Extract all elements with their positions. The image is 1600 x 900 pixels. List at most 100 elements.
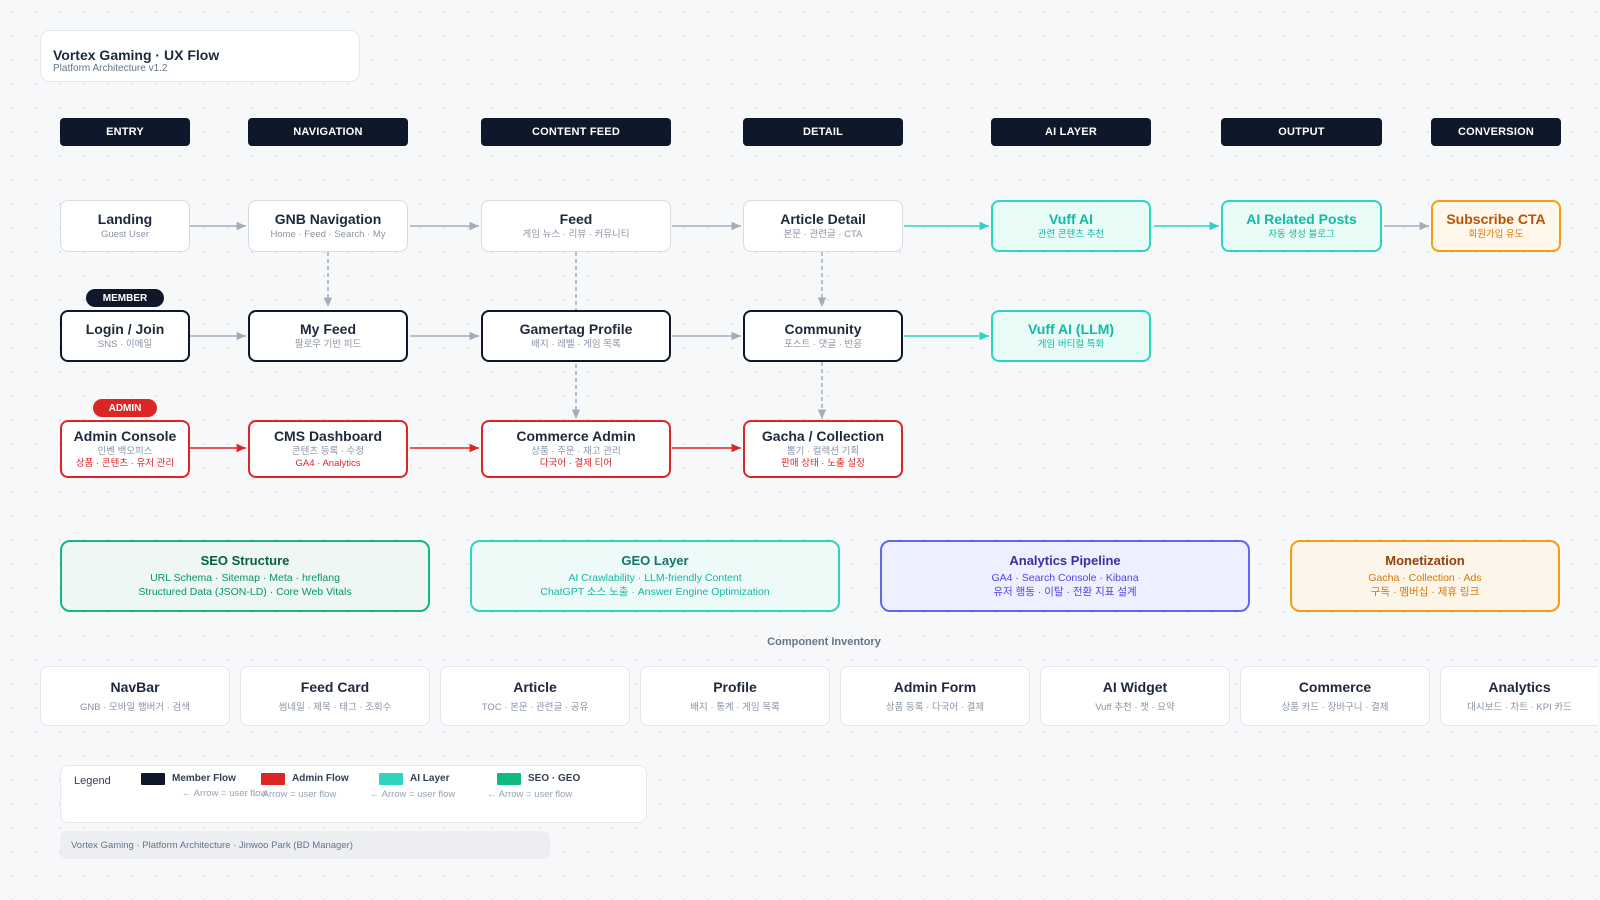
- legend-item-ai-layer: AI Layer ← Arrow = user flow: [379, 773, 572, 813]
- footer-credit: Vortex Gaming · Platform Architecture · …: [60, 831, 550, 859]
- node-subtitle: 배지 · 레벨 · 게임 목록: [531, 339, 621, 350]
- node-title: Subscribe CTA: [1446, 211, 1546, 227]
- node-subtitle: 게임 버티컬 특화: [1037, 339, 1105, 350]
- legend-title: Legend: [74, 775, 111, 787]
- legend-item-member-flow: Member Flow ← Arrow = user flow: [141, 773, 336, 813]
- node-title: Feed: [559, 211, 593, 227]
- node-login-join[interactable]: Login / Join SNS · 이메일: [60, 310, 190, 362]
- member-badge: MEMBER: [86, 289, 164, 307]
- node-community[interactable]: Community 포스트 · 댓글 · 반응: [743, 310, 903, 362]
- panel-line: AI Crawlability · LLM-friendly Content: [568, 572, 742, 584]
- panel-line: Structured Data (JSON-LD) · Core Web Vit…: [138, 586, 352, 598]
- node-title: GNB Navigation: [274, 211, 382, 227]
- component-title: NavBar: [110, 679, 160, 695]
- node-article-detail[interactable]: Article Detail 본문 · 관련글 · CTA: [743, 200, 903, 252]
- panel-title: Analytics Pipeline: [1009, 553, 1121, 568]
- legend-arrow-note: ← Arrow = user flow: [487, 789, 573, 800]
- component-navbar[interactable]: NavBar GNB · 모바일 햄버거 · 검색: [40, 666, 230, 726]
- node-subtitle: 관련 콘텐츠 추천: [1037, 229, 1105, 240]
- node-subtitle: Home · Feed · Search · My: [270, 229, 386, 240]
- node-gnb-navigation[interactable]: GNB Navigation Home · Feed · Search · My: [248, 200, 408, 252]
- component-subtitle: GNB · 모바일 햄버거 · 검색: [79, 702, 191, 713]
- node-gacha-collection[interactable]: Gacha / Collection 뽑기 · 컬렉션 기획 판매 상태 · 노…: [743, 420, 903, 478]
- legend-label: SEO · GEO: [528, 773, 581, 784]
- node-ai-related-posts[interactable]: AI Related Posts 자동 생성 블로그: [1221, 200, 1382, 252]
- node-title: Landing: [97, 211, 153, 227]
- admin-badge: ADMIN: [93, 399, 157, 417]
- node-vuff-ai[interactable]: Vuff AI 관련 콘텐츠 추천: [991, 200, 1151, 252]
- panel-line: ChatGPT 소스 노출 · Answer Engine Optimizati…: [540, 586, 770, 598]
- component-feed-card[interactable]: Feed Card 썸네일 · 제목 · 태그 · 조회수: [240, 666, 430, 726]
- node-admin-console[interactable]: Admin Console 인벤 백오피스 상품 · 콘텐츠 · 유저 관리: [60, 420, 190, 478]
- component-title: Feed Card: [300, 679, 370, 695]
- node-subtitle: 본문 · 관련글 · CTA: [783, 229, 863, 240]
- node-title: Login / Join: [85, 321, 165, 337]
- node-subscribe-cta[interactable]: Subscribe CTA 회원가입 유도: [1431, 200, 1561, 252]
- panel-title: SEO Structure: [200, 553, 290, 568]
- node-title: Vuff AI: [1048, 211, 1094, 227]
- node-detail: 판매 상태 · 노출 설정: [781, 458, 865, 469]
- node-cms-dashboard[interactable]: CMS Dashboard 콘텐츠 등록 · 수정 GA4 · Analytic…: [248, 420, 408, 478]
- legend-arrow-note: ← Arrow = user flow: [370, 789, 456, 800]
- panel-seo-structure: SEO Structure URL Schema · Sitemap · Met…: [60, 540, 430, 612]
- component-subtitle: 대시보드 · 차트 · KPI 카드: [1467, 702, 1572, 713]
- panel-monetization: Monetization Gacha · Collection · Ads 구독…: [1290, 540, 1560, 612]
- component-admin-form[interactable]: Admin Form 상품 등록 · 다국어 · 결제: [840, 666, 1030, 726]
- legend-swatch: [141, 773, 165, 785]
- legend-arrow-note: ← Arrow = user flow: [251, 789, 337, 800]
- component-title: Profile: [713, 679, 757, 695]
- node-vuff-ai-llm[interactable]: Vuff AI (LLM) 게임 버티컬 특화: [991, 310, 1151, 362]
- panel-analytics-pipeline: Analytics Pipeline GA4 · Search Console …: [880, 540, 1250, 612]
- diagram-header: Vortex Gaming · UX Flow Platform Archite…: [40, 30, 360, 82]
- diagram-subtitle: Platform Architecture v1.2: [53, 63, 168, 74]
- legend-item-seo-geo: SEO · GEO: [497, 773, 627, 813]
- component-profile[interactable]: Profile 배지 · 통계 · 게임 목록: [640, 666, 830, 726]
- component-subtitle: 상품 등록 · 다국어 · 결제: [885, 702, 985, 713]
- legend-swatch: [379, 773, 403, 785]
- component-subtitle: Vuff 추천 · 챗 · 요약: [1095, 702, 1175, 713]
- node-subtitle: 상품 · 주문 · 재고 관리: [531, 446, 621, 457]
- node-feed[interactable]: Feed 게임 뉴스 · 리뷰 · 커뮤니티: [481, 200, 671, 252]
- component-ai-widget[interactable]: AI Widget Vuff 추천 · 챗 · 요약: [1040, 666, 1230, 726]
- node-subtitle: 인벤 백오피스: [97, 446, 153, 457]
- node-subtitle: 회원가입 유도: [1468, 229, 1524, 240]
- node-subtitle: 팔로우 기반 피드: [294, 339, 362, 350]
- component-title: Analytics: [1488, 679, 1551, 695]
- node-my-feed[interactable]: My Feed 팔로우 기반 피드: [248, 310, 408, 362]
- node-title: Gacha / Collection: [761, 428, 885, 444]
- node-title: My Feed: [299, 321, 356, 337]
- node-subtitle: Guest User: [100, 229, 150, 240]
- node-title: Article Detail: [780, 211, 866, 227]
- node-gamertag-profile[interactable]: Gamertag Profile 배지 · 레벨 · 게임 목록: [481, 310, 671, 362]
- node-subtitle: 뽑기 · 컬렉션 기획: [786, 446, 860, 457]
- component-subtitle: 상품 카드 · 장바구니 · 결제: [1281, 702, 1389, 713]
- panel-geo-layer: GEO Layer AI Crawlability · LLM-friendly…: [470, 540, 840, 612]
- component-inventory-title: Component Inventory: [767, 636, 881, 648]
- node-landing[interactable]: Landing Guest User: [60, 200, 190, 252]
- node-subtitle: 게임 뉴스 · 리뷰 · 커뮤니티: [522, 229, 630, 240]
- column-label-content-feed: CONTENT FEED: [481, 118, 671, 146]
- legend-swatch: [497, 773, 521, 785]
- component-title: Commerce: [1298, 679, 1372, 695]
- component-commerce[interactable]: Commerce 상품 카드 · 장바구니 · 결제: [1240, 666, 1430, 726]
- legend-label: Admin Flow: [292, 773, 349, 784]
- node-title: AI Related Posts: [1246, 211, 1357, 227]
- node-detail: GA4 · Analytics: [295, 458, 361, 469]
- component-title: Admin Form: [893, 679, 977, 695]
- node-detail: 상품 · 콘텐츠 · 유저 관리: [75, 458, 175, 469]
- panel-line: GA4 · Search Console · Kibana: [991, 572, 1139, 584]
- component-title: AI Widget: [1102, 679, 1168, 695]
- panel-title: GEO Layer: [621, 553, 689, 568]
- panel-line: 구독 · 멤버십 · 제휴 링크: [1370, 586, 1480, 598]
- column-label-navigation: NAVIGATION: [248, 118, 408, 146]
- component-article[interactable]: Article TOC · 본문 · 관련글 · 공유: [440, 666, 630, 726]
- component-title: Article: [513, 679, 557, 695]
- column-label-entry: ENTRY: [60, 118, 190, 146]
- legend-arrow-note-first: ← Arrow = user flow: [182, 788, 268, 799]
- node-title: Gamertag Profile: [519, 321, 633, 337]
- node-commerce-admin[interactable]: Commerce Admin 상품 · 주문 · 재고 관리 다국어 · 결제 …: [481, 420, 671, 478]
- column-label-output: OUTPUT: [1221, 118, 1382, 146]
- node-subtitle: 콘텐츠 등록 · 수정: [291, 446, 365, 457]
- component-analytics[interactable]: Analytics 대시보드 · 차트 · KPI 카드: [1440, 666, 1598, 726]
